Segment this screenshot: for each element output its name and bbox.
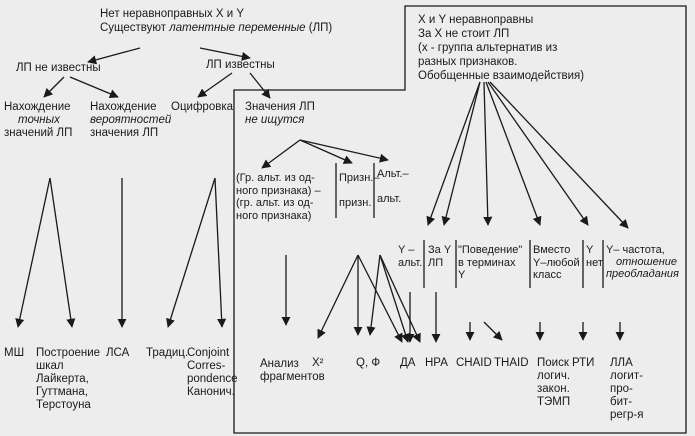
method-lla: ЛЛА логит- про- бит- регр-я: [610, 357, 644, 421]
method-rti: РТИ: [572, 357, 595, 369]
arrow-tr-to-c6: [489, 81, 629, 229]
cat-y-none: Y нет: [586, 244, 603, 269]
group2-label: Призн.– призн.: [339, 172, 380, 209]
cat-any-class: Вместо Y–любой класс: [533, 244, 580, 281]
tri-digitize-to-conjoint: [214, 177, 227, 328]
find-prob-l1: Нахождение: [90, 101, 157, 113]
cat-behavior: "Поведение" в терминах Y: [458, 244, 523, 281]
tr-l2: За X не стоит ЛП: [418, 28, 510, 40]
method-conjoint: Conjoint Corres- pondence Канонич.: [187, 347, 238, 398]
no-unequal-xy-label: Нет неравноправных X и Y: [100, 8, 245, 20]
arrow-to-find-prob: [69, 76, 119, 99]
find-exact-l3: значений ЛП: [4, 127, 73, 139]
method-search: Поиск логич. закон. ТЭМП: [537, 357, 571, 408]
method-lsa: ЛСА: [106, 347, 130, 359]
tri-exact-to-likert: [49, 177, 76, 328]
arrow-tr-to-c3: [483, 81, 493, 226]
method-hpa: НРА: [425, 357, 448, 369]
arrow-to-group2: [299, 139, 353, 164]
cat-za-y-lp: За Y ЛП: [428, 244, 452, 269]
find-prob-l3: значения ЛП: [90, 127, 159, 139]
latent-variables-label-c: (ЛП): [305, 22, 333, 34]
arrow-to-digitize: [197, 72, 233, 98]
method-chi2: X²: [312, 357, 324, 369]
method-likert: Построение шкал Лайкерта, Гуттмана, Терс…: [36, 347, 101, 411]
tr-l1: X и Y неравноправны: [418, 14, 534, 26]
arrow-tr-to-c4: [485, 81, 542, 226]
method-qf: Q, Ф: [356, 357, 381, 369]
arrow-c3-to-thaid: [483, 321, 503, 341]
not-searched-l2: не ищутся: [245, 114, 305, 126]
arrow-to-lp-known: [199, 47, 251, 61]
group1-label: (Гр. альт. из од- ного признака) – (гр. …: [236, 172, 321, 222]
method-thaid: THAID: [494, 357, 529, 369]
region-boundary-line: [233, 5, 687, 434]
not-searched-l1: Значения ЛП: [245, 101, 315, 113]
digitize-label: Оцифровка: [171, 101, 233, 113]
arrow-g2-to-da: [357, 254, 403, 343]
method-analysis: Анализ фрагментов: [260, 358, 325, 383]
tr-l4: разных признаков.: [418, 56, 518, 68]
arrow-g2-to-chi2: [317, 254, 359, 339]
tr-l5: Обобщенные взаимодействия): [418, 70, 585, 82]
method-da: ДА: [400, 357, 416, 369]
tri-digitize-to-tradic: [166, 177, 216, 328]
find-prob-l2: вероятностей: [90, 114, 172, 126]
lp-known-label: ЛП известны: [206, 59, 275, 71]
arrow-g3-to-da: [379, 254, 410, 343]
arrow-to-group3: [299, 139, 389, 163]
cat-y-alt: Y – альт.: [398, 244, 423, 269]
arrow-to-lp-unknown: [87, 47, 141, 65]
find-exact-l2: точных: [18, 114, 60, 126]
cat-y-frequency-c: преобладания: [606, 268, 679, 280]
latent-variables-label: Существуют латентные переменные (ЛП): [100, 22, 332, 35]
cat-y-frequency-a: Y– частота,: [606, 244, 665, 256]
arrow-g3-to-hpa: [379, 254, 421, 343]
method-chaid: CHAID: [456, 357, 492, 369]
find-exact-l1: Нахождение: [4, 101, 71, 113]
arrow-tr-to-c5: [487, 81, 589, 226]
method-ms: МШ: [4, 347, 25, 359]
latent-variables-label-b: латентные переменные: [169, 22, 306, 34]
group3-label: Альт.– альт.: [377, 168, 409, 205]
arrow-tr-to-c1: [426, 81, 481, 226]
tr-l3: (x - группа альтернатив из: [418, 42, 558, 54]
method-tradic: Традиц.: [146, 347, 189, 359]
arrow-tr-to-c2: [441, 81, 481, 226]
lp-unknown-label: ЛП не известны: [16, 62, 101, 74]
latent-variables-label-a: Существуют: [100, 22, 170, 34]
arrow-g3-to-qf: [366, 254, 381, 336]
cat-y-frequency-b: отношение: [616, 256, 677, 268]
arrow-to-find-exact: [43, 76, 65, 98]
tri-exact-to-ms: [15, 177, 51, 328]
arrow-to-group1: [261, 139, 301, 169]
arrow-to-not-searched: [249, 72, 271, 99]
